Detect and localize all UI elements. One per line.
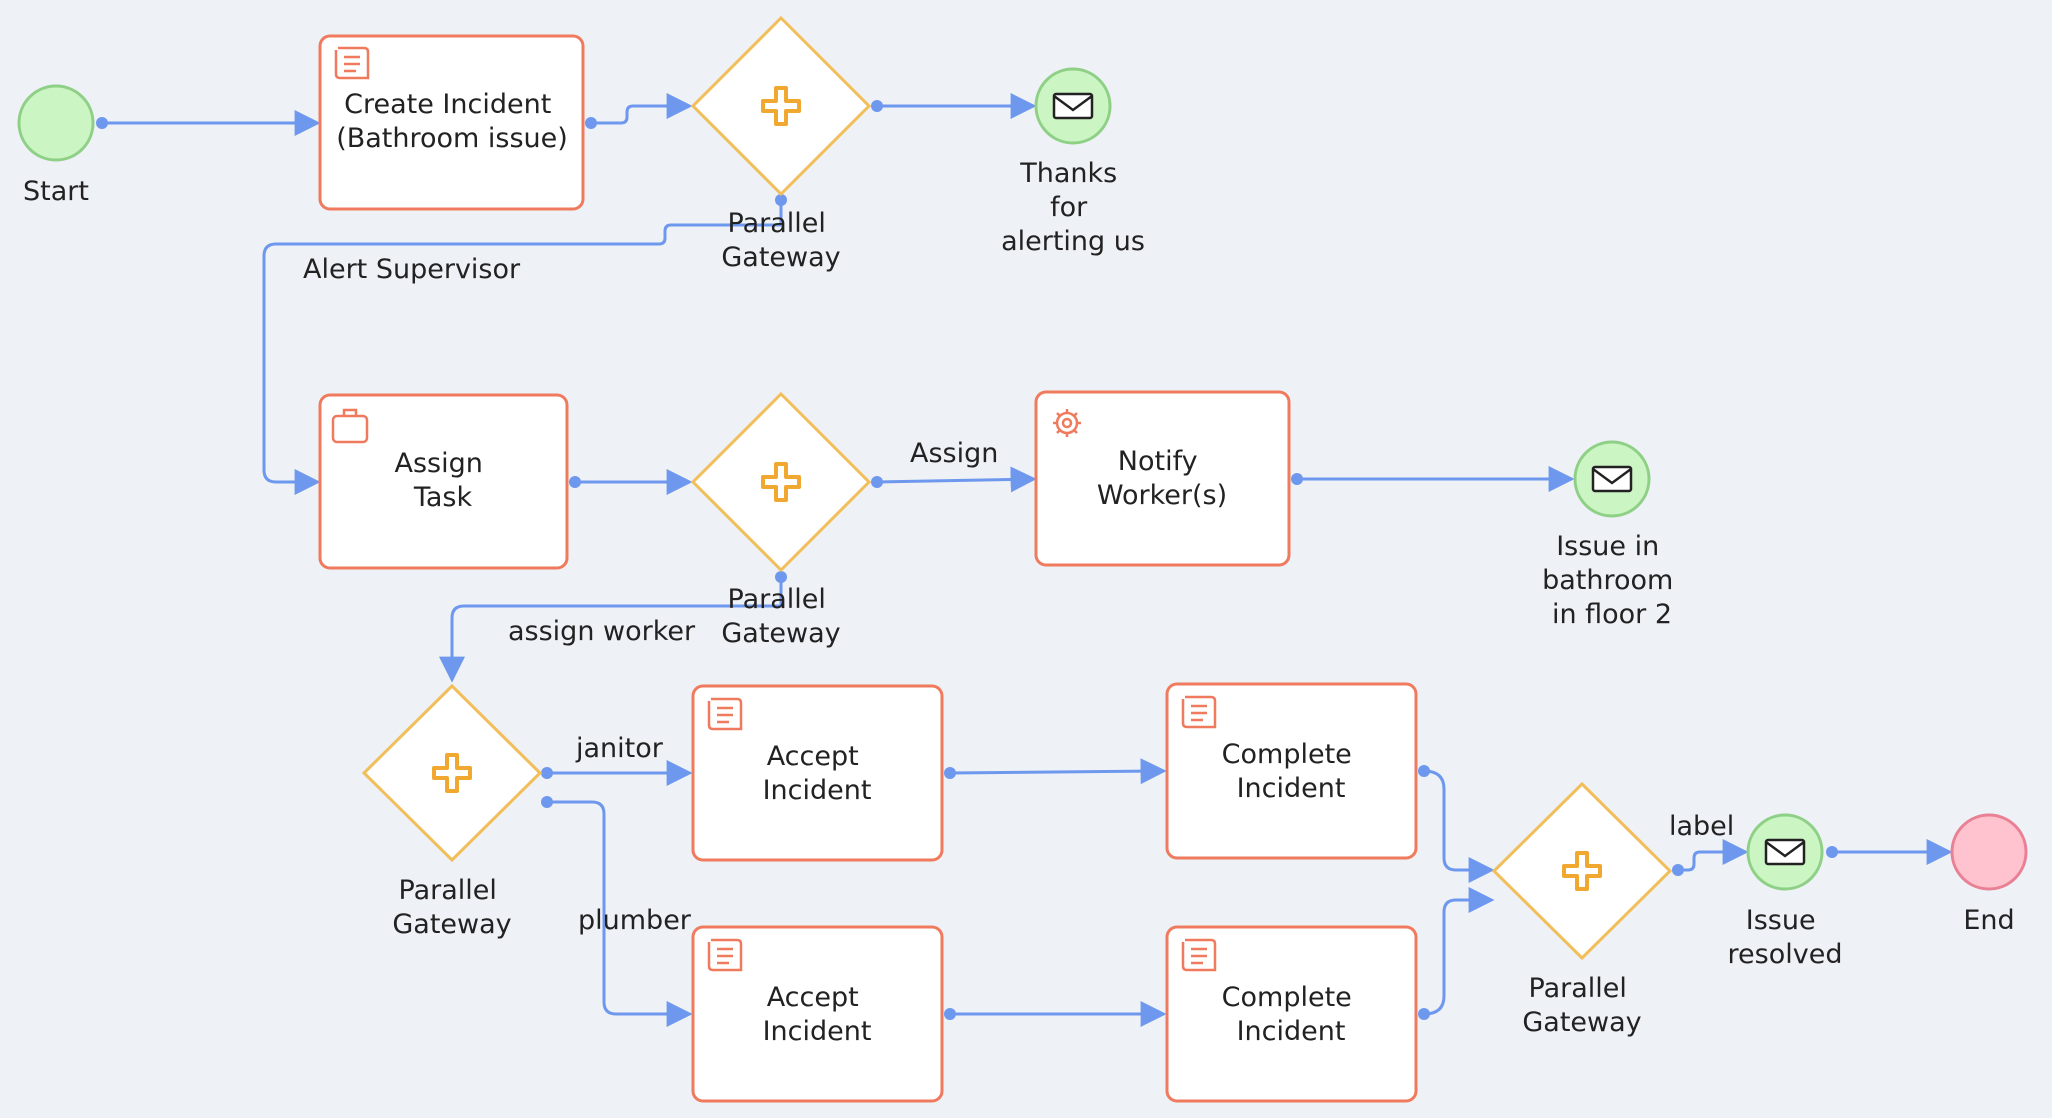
envelope-icon <box>1764 838 1806 866</box>
flow-resolved-to-end[interactable] <box>1826 839 1953 865</box>
task-assign-task[interactable]: Assign Task <box>318 393 569 570</box>
message-event-issue-floor[interactable]: Issue in bathroom in floor 2 <box>1542 440 1682 630</box>
gateway-parallel-1[interactable]: Parallel Gateway <box>690 15 872 273</box>
flow-assign-worker[interactable]: assign worker <box>439 571 787 683</box>
gateway-1-label: Parallel Gateway <box>721 208 840 273</box>
script-icon <box>1181 938 1217 972</box>
task-accept-incident-plumber[interactable]: Accept Incident <box>691 925 944 1103</box>
flow-janitor[interactable]: janitor <box>541 733 693 786</box>
plus-icon <box>761 86 801 126</box>
gateway-parallel-2[interactable]: Parallel Gateway <box>690 391 872 649</box>
sequence-flows: Alert Supervisor Assign assign worker <box>96 93 1953 1027</box>
task-complete-incident-janitor[interactable]: Complete Incident <box>1165 682 1418 860</box>
task-notify-workers-label: Notify Worker(s) <box>1097 446 1227 511</box>
gateway-parallel-4[interactable]: Parallel Gateway <box>1491 781 1673 1038</box>
flow-complete2-to-gw4[interactable] <box>1418 887 1495 1020</box>
flow-complete1-to-gw4[interactable] <box>1418 765 1495 883</box>
task-accept-incident-janitor-label: Accept Incident <box>763 741 872 806</box>
task-notify-workers[interactable]: Notify Worker(s) <box>1034 390 1291 567</box>
task-accept-incident-janitor[interactable]: Accept Incident <box>691 684 944 862</box>
flow-start-to-create[interactable] <box>96 110 321 136</box>
flow-plumber[interactable]: plumber <box>541 796 693 1027</box>
task-complete-incident-plumber[interactable]: Complete Incident <box>1165 925 1418 1103</box>
flow-label-janitor: janitor <box>575 733 664 764</box>
plus-icon <box>761 462 801 502</box>
gateway-parallel-3[interactable]: Parallel Gateway <box>361 683 543 940</box>
envelope-icon <box>1052 92 1094 120</box>
flow-alert-supervisor[interactable]: Alert Supervisor <box>262 194 787 495</box>
script-icon <box>707 938 743 972</box>
start-event-label: Start <box>23 176 89 207</box>
flow-gw4-to-resolved[interactable]: label <box>1669 811 1749 876</box>
task-complete-incident-plumber-label: Complete Incident <box>1222 982 1361 1047</box>
message-event-issue-resolved[interactable]: Issue resolved <box>1728 813 1843 970</box>
flow-assign-to-gw2[interactable] <box>569 469 693 495</box>
message-event-thanks[interactable]: Thanks for alerting us <box>1001 67 1145 257</box>
thanks-label: Thanks for alerting us <box>1001 158 1145 257</box>
flow-gw2-to-notify[interactable]: Assign <box>871 438 1037 493</box>
flow-label-alert-supervisor: Alert Supervisor <box>303 254 521 285</box>
script-icon <box>1181 695 1217 729</box>
flow-accept1-to-complete1[interactable] <box>944 758 1167 785</box>
task-complete-incident-janitor-label: Complete Incident <box>1222 739 1361 804</box>
plus-icon <box>1562 851 1602 891</box>
issue-floor-label: Issue in bathroom in floor 2 <box>1542 531 1682 630</box>
gateway-3-label: Parallel Gateway <box>392 875 511 940</box>
plus-icon <box>432 753 472 793</box>
flow-gw1-to-thanks[interactable] <box>871 93 1037 119</box>
issue-resolved-label: Issue resolved <box>1728 905 1843 970</box>
flow-label-label: label <box>1669 811 1734 842</box>
start-event[interactable]: Start <box>17 84 95 207</box>
script-icon <box>707 697 743 731</box>
task-accept-incident-plumber-label: Accept Incident <box>763 982 872 1047</box>
task-create-incident[interactable]: Create Incident (Bathroom issue) <box>318 34 585 211</box>
script-icon <box>334 46 370 80</box>
gear-icon <box>1053 409 1081 437</box>
flow-create-to-gw1[interactable] <box>585 93 693 129</box>
task-create-incident-label: Create Incident (Bathroom issue) <box>336 89 568 154</box>
end-event[interactable]: End <box>1950 813 2028 936</box>
task-assign-task-label: Assign Task <box>395 448 492 513</box>
flow-accept2-to-complete2[interactable] <box>944 1001 1167 1027</box>
briefcase-icon <box>331 408 369 444</box>
flow-label-plumber: plumber <box>578 905 692 936</box>
flow-label-assign-worker: assign worker <box>508 616 696 647</box>
gateway-2-label: Parallel Gateway <box>721 584 840 649</box>
flow-notify-to-issue-floor[interactable] <box>1291 466 1575 492</box>
flow-label-assign: Assign <box>910 438 998 469</box>
end-event-label: End <box>1963 905 2014 936</box>
gateway-4-label: Parallel Gateway <box>1522 973 1641 1038</box>
envelope-icon <box>1591 465 1633 493</box>
